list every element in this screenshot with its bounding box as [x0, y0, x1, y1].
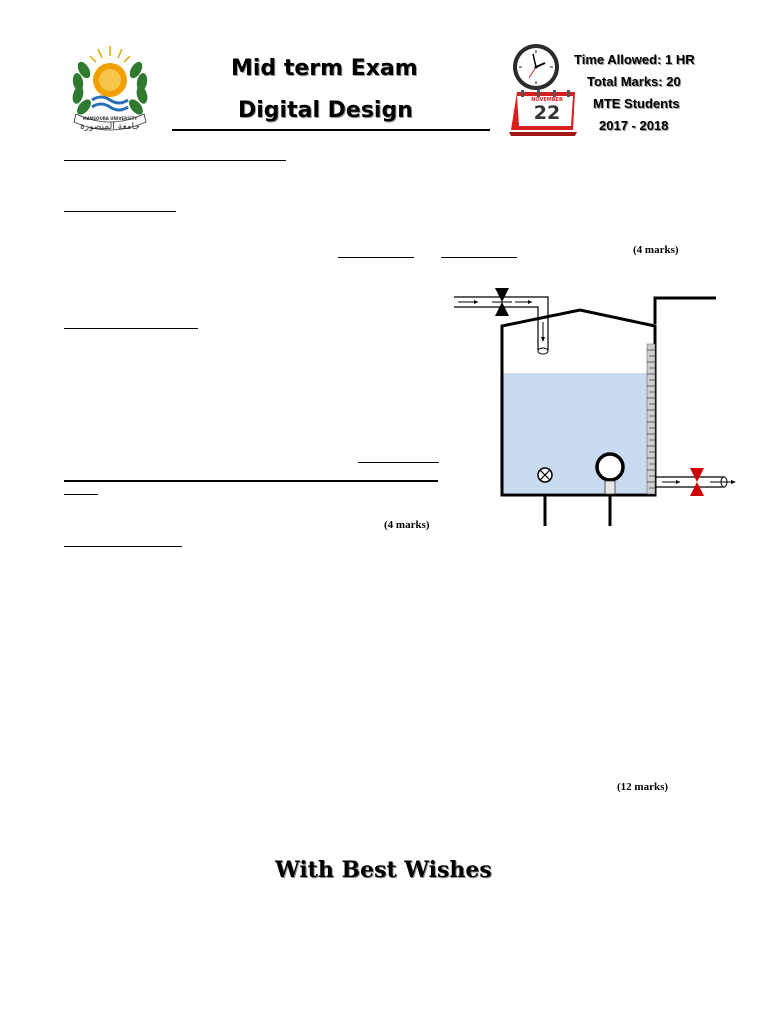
clock-icon	[511, 42, 561, 92]
question1-underline-a	[338, 257, 414, 258]
question1-underline-b	[441, 257, 517, 258]
level-gauge	[646, 343, 656, 495]
tank-water	[502, 373, 650, 493]
calendar-icon: NOVEMBER 22	[507, 86, 579, 138]
level-sensor-wire	[653, 296, 716, 324]
time-allowed: Time Allowed: 1 HR	[574, 52, 695, 67]
outlet-pipe	[655, 476, 736, 488]
calendar-day: 22	[533, 102, 561, 124]
question2-heading-underline	[64, 328, 198, 329]
question1-heading-underline	[64, 211, 176, 212]
exam-title: Mid term Exam	[231, 56, 418, 81]
closing-message: With Best Wishes	[275, 857, 492, 883]
logo-caption: MANSOURA UNIVERSITY	[82, 116, 138, 121]
question3-marks: (12 marks)	[617, 781, 669, 793]
heater-indicator-icon	[537, 467, 553, 526]
instructions-underline	[64, 160, 286, 161]
university-logo: MANSOURA UNIVERSITY جامعة المنصورة	[62, 40, 158, 136]
academic-year: 2017 - 2018	[599, 118, 669, 133]
question2-separator	[64, 480, 438, 482]
inlet-pipe	[454, 296, 549, 355]
total-marks: Total Marks: 20	[587, 74, 681, 89]
question1-marks: (4 marks)	[633, 244, 679, 256]
question2-underline-a	[358, 462, 439, 463]
question3-heading-underline	[64, 546, 182, 547]
tank-diagram	[454, 288, 736, 526]
calendar-month: NOVEMBER	[531, 97, 563, 103]
question2-marks: (4 marks)	[384, 519, 430, 531]
outlet-valve-icon	[690, 468, 704, 496]
inlet-valve-icon	[492, 288, 512, 316]
logo-arabic-caption: جامعة المنصورة	[80, 122, 140, 132]
temperature-sensor-icon	[595, 452, 625, 526]
course-title: Digital Design	[238, 98, 413, 123]
question2-underline-b	[64, 494, 98, 495]
student-group: MTE Students	[593, 96, 680, 111]
title-underline	[172, 129, 490, 131]
tank-body	[500, 308, 657, 497]
